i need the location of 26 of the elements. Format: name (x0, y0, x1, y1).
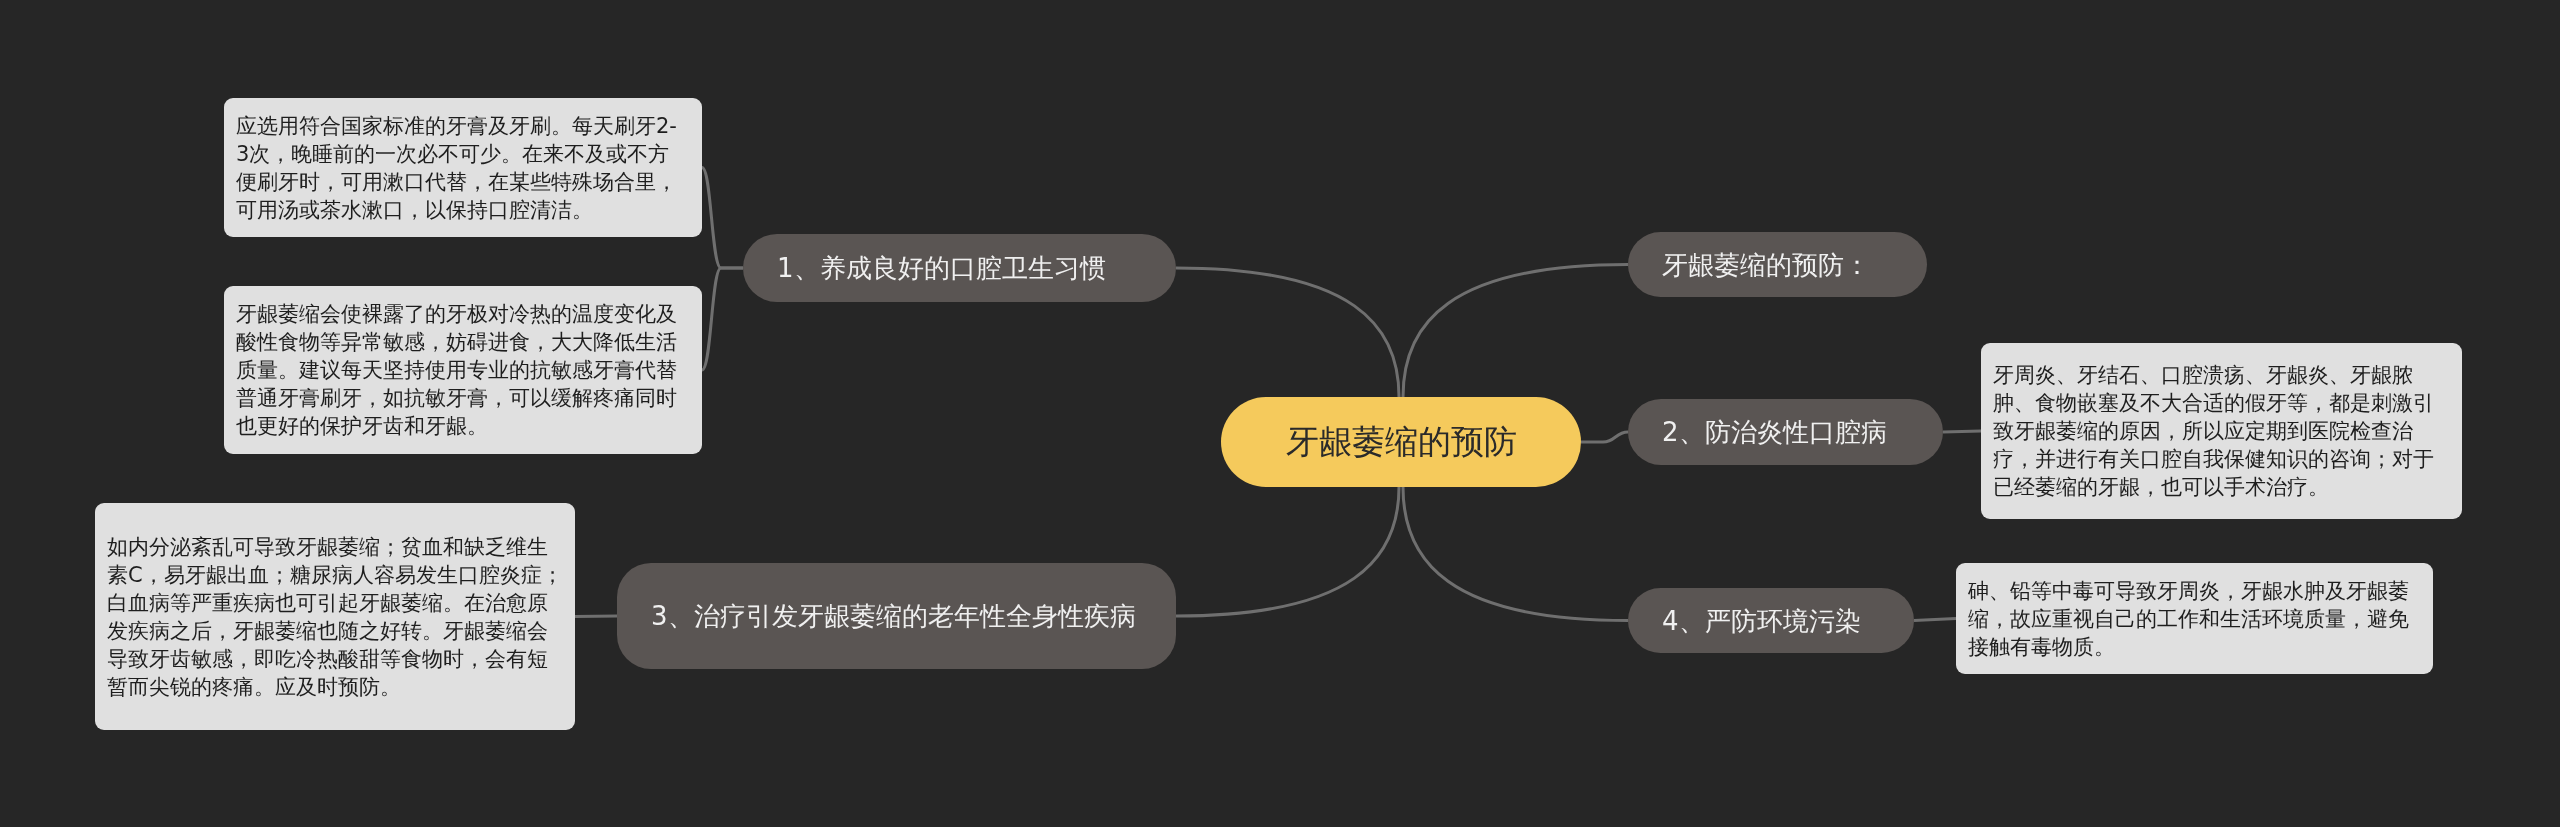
connector (1175, 486, 1401, 618)
connector (575, 614, 617, 618)
note-card (224, 286, 702, 454)
topic-text: 4、严防环境污染 (1662, 604, 1861, 638)
note-text: 牙周炎、牙结石、口腔溃疡、牙龈炎、牙龈脓肿、食物嵌塞及不大合适的假牙等，都是刺激引致牙龈萎缩的原因，所以应定期到医院检查治疗，并进行有关口腔自我保健知识的咨询；对于已经萎缩的牙龈，也可以手术治疗。 (1993, 362, 2435, 501)
note-card (1956, 563, 2433, 674)
connector (1401, 486, 1629, 622)
note-card (224, 98, 702, 237)
note-card (95, 503, 575, 730)
connector (1401, 263, 1629, 398)
connector (1913, 617, 1957, 622)
note-text: 牙龈萎缩会使裸露了的牙极对冷热的温度变化及酸性食物等异常敏感，妨碍进食，大大降低生活质量。建议每天坚持使用专业的抗敏感牙膏代替普通牙膏刷牙，如抗敏牙膏，可以缓解疼痛同时也更好的保护牙齿和牙龈。 (236, 301, 678, 440)
note-card (1981, 343, 2462, 519)
note-text: 如内分泌紊乱可导致牙龈萎缩；贫血和缺乏维生素C，易牙龈出血；糖尿病人容易发生口腔炎症；白血病等严重疾病也可引起牙龈萎缩。在治愈原发疾病之后，牙龈萎缩也随之好转。牙龈萎缩会导致牙齿敏感，即吃冷热酸甜等食物时，会有短暂而尖锐的疼痛。应及时预防。 (107, 533, 563, 701)
topic-text: 1、养成良好的口腔卫生习惯 (777, 252, 1106, 285)
connector (1942, 429, 1982, 434)
note-text: 应选用符合国家标准的牙膏及牙刷。每天刷牙2-3次，晚睡前的一次必不可少。在来不及或不方便刷牙时，可用漱口代替，在某些特殊场合里，可用汤或茶水漱口，以保持口腔清洁。 (236, 112, 678, 224)
topic-text: 3、治疗引发牙龈萎缩的老年性全身性疾病 (651, 600, 1136, 633)
topic-pill (617, 563, 1176, 669)
note-text: 砷、铅等中毒可导致牙周炎，牙龈水肿及牙龈萎缩，故应重视自己的工作和生活环境质量，避免接触有毒物质。 (1968, 577, 2410, 661)
topic-text: 牙龈萎缩的预防 (1285, 420, 1517, 463)
connector (1175, 266, 1401, 398)
topic-text: 2、防治炎性口腔病 (1662, 416, 1887, 449)
connector (1581, 430, 1629, 444)
topic-text: 牙龈萎缩的预防： (1662, 248, 1870, 282)
connector (701, 266, 743, 372)
